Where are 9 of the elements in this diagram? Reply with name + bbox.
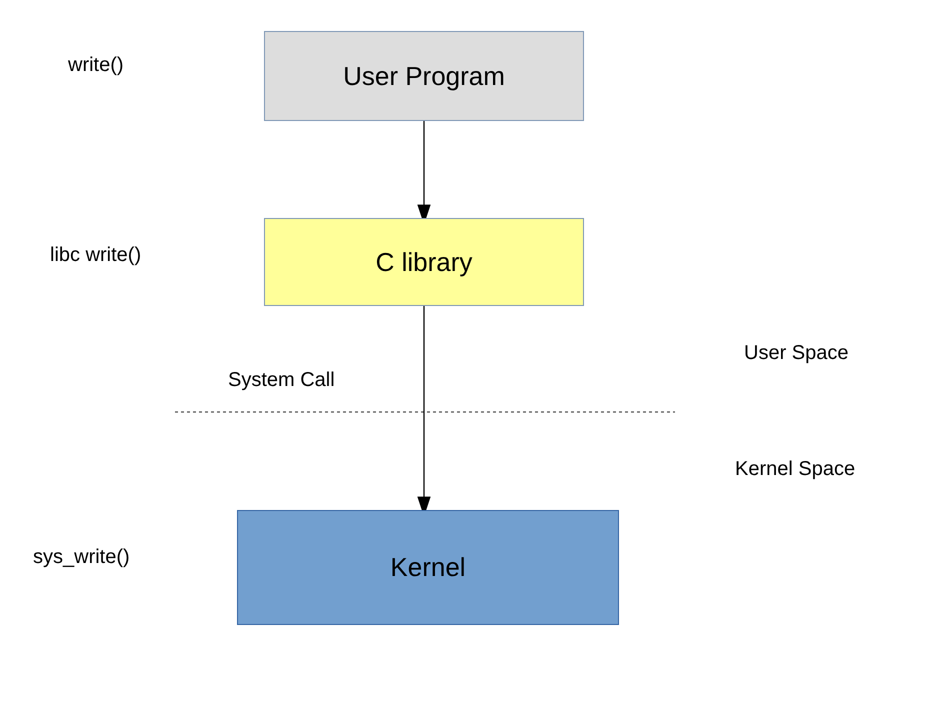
text-label: Kernel Space [735, 457, 856, 482]
process-box: Kernel [237, 510, 619, 625]
text-label: User Space [744, 341, 848, 366]
text-label: sys_write() [33, 545, 130, 570]
process-box: User Program [264, 31, 584, 121]
text-label: libc write() [50, 243, 142, 268]
text-label: write() [68, 53, 124, 78]
process-box: C library [264, 218, 584, 306]
text-label: System Call [228, 368, 335, 393]
